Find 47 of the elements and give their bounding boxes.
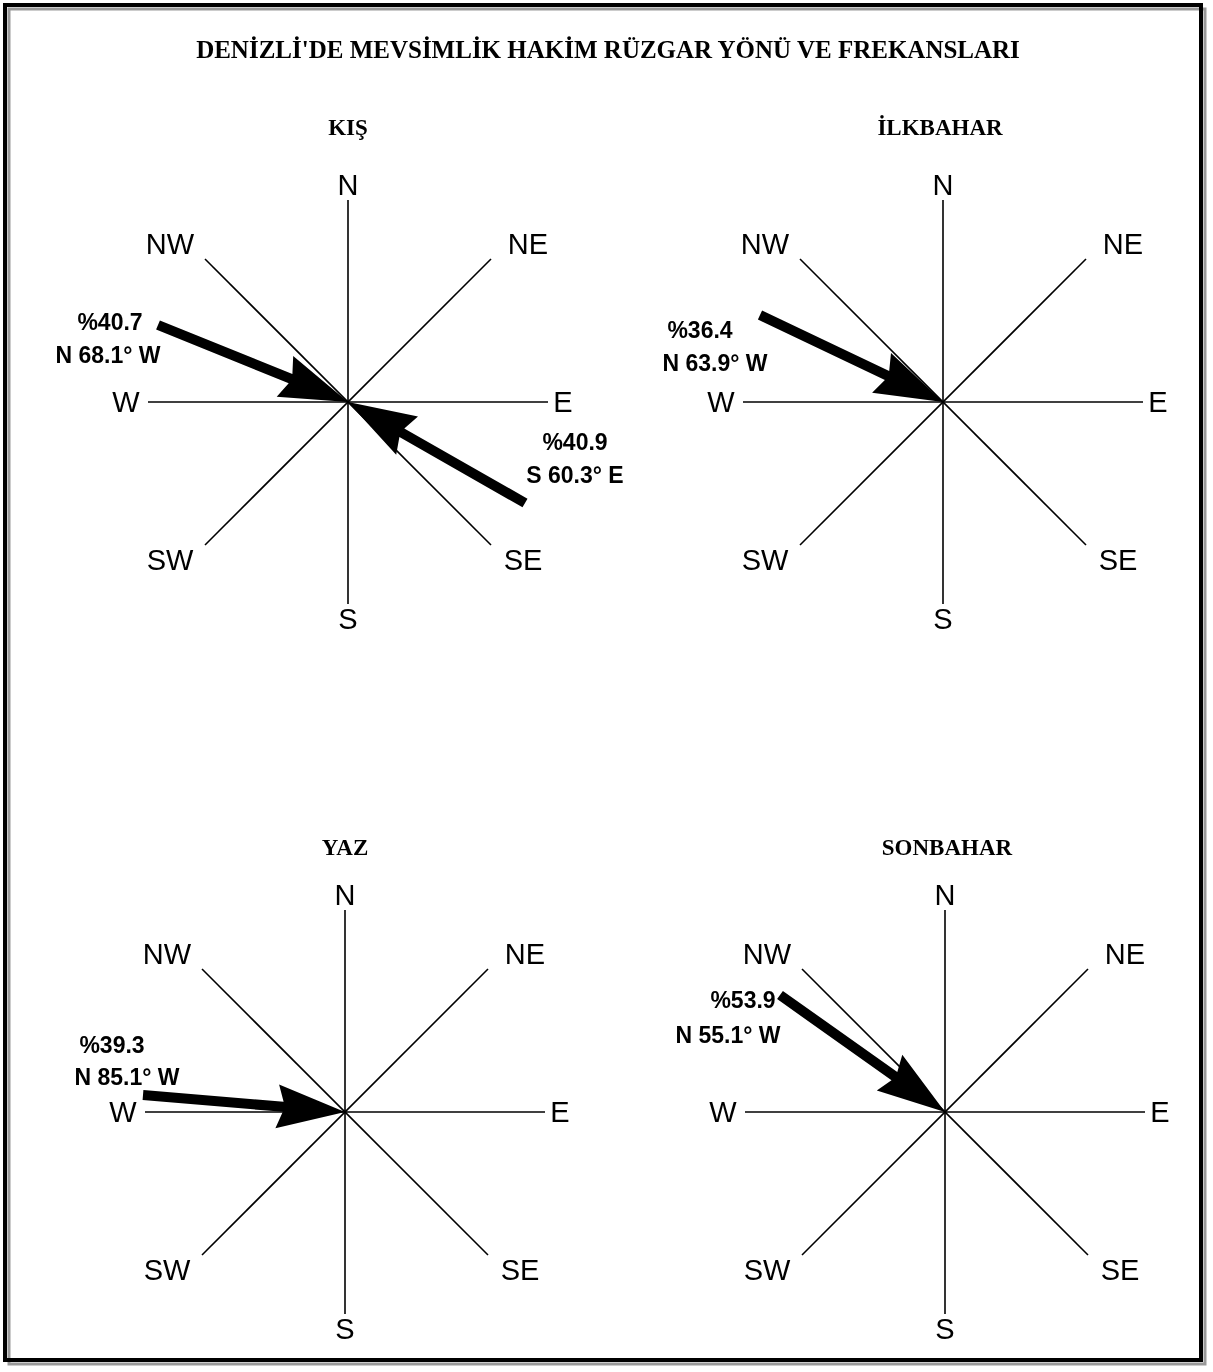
compass-label: NE [1104, 937, 1146, 971]
compass-label: NE [504, 937, 546, 971]
compass-label: N [934, 878, 956, 912]
wind-value: S 60.3° E [526, 461, 624, 489]
compass-label: NE [1102, 227, 1144, 261]
panel-title: YAZ [321, 835, 369, 861]
compass-label: E [1148, 385, 1168, 419]
compass-label: W [109, 1095, 137, 1129]
wind-value: %36.4 [667, 316, 733, 344]
compass-label: SE [1098, 543, 1138, 577]
compass-label: NE [507, 227, 549, 261]
chart-title: DENİZLİ'DE MEVSİMLİK HAKİM RÜZGAR YÖNÜ VE FREKANSLARI [196, 36, 1020, 64]
compass-label: NW [142, 937, 192, 971]
compass-label: S [935, 1312, 955, 1346]
compass-label: N [334, 878, 356, 912]
compass-label: S [933, 602, 953, 636]
compass-label: W [707, 385, 735, 419]
compass-label: W [709, 1095, 737, 1129]
compass-label: SW [146, 543, 194, 577]
wind-value: %40.9 [542, 428, 608, 456]
wind-value: N 85.1° W [74, 1063, 180, 1091]
wind-value: %39.3 [79, 1031, 145, 1059]
wind-value: N 63.9° W [662, 349, 768, 377]
compass-label: N [337, 168, 359, 202]
compass-label: W [112, 385, 140, 419]
wind-value: N 55.1° W [675, 1021, 781, 1049]
compass-label: NW [740, 227, 790, 261]
compass-label: SE [1100, 1253, 1140, 1287]
compass-label: N [932, 168, 954, 202]
compass-label: E [1150, 1095, 1170, 1129]
compass-label: SW [743, 1253, 791, 1287]
compass-label: NW [145, 227, 195, 261]
compass-label: S [338, 602, 358, 636]
compass-label: SW [741, 543, 789, 577]
compass-label: SE [503, 543, 543, 577]
panel-title: SONBAHAR [881, 835, 1013, 861]
compass-label: NW [742, 937, 792, 971]
compass-label: S [335, 1312, 355, 1346]
wind-value: N 68.1° W [55, 341, 161, 369]
compass-label: E [550, 1095, 570, 1129]
panel-title: İLKBAHAR [877, 115, 1003, 141]
compass-label: SE [500, 1253, 540, 1287]
wind-value: %53.9 [710, 986, 776, 1014]
wind-value: %40.7 [77, 308, 143, 336]
panel-title: KIŞ [328, 115, 368, 141]
compass-label: E [553, 385, 573, 419]
compass-label: SW [143, 1253, 191, 1287]
